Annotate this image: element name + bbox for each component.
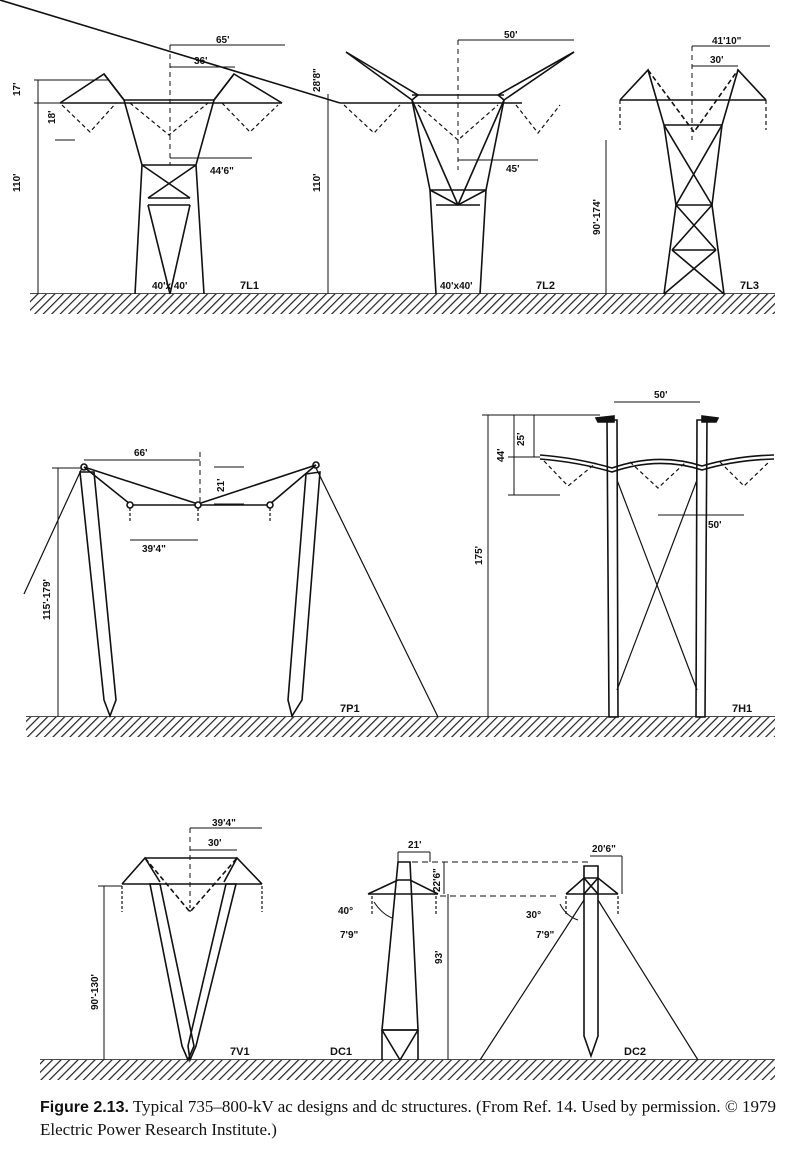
7L2-span-label: 50' — [504, 30, 518, 41]
tower-7V1 — [98, 827, 263, 1063]
7L2-mid-label: 45' — [506, 164, 520, 175]
figure-caption: Figure 2.13. Typical 735–800-kV ac desig… — [40, 1096, 780, 1141]
tower-7P1 — [23, 452, 439, 719]
DC2-code-label: DC2 — [624, 1046, 646, 1058]
DC2-top-label: 20'6" — [592, 844, 616, 855]
7L1-top-arm-label: 17' — [12, 82, 23, 96]
ground-row-1 — [30, 293, 775, 314]
7L1-code-label: 7L1 — [240, 280, 259, 292]
tower-7H1 — [482, 401, 775, 718]
7L2-base-label: 40'x40' — [440, 281, 473, 292]
7H1-code-label: 7H1 — [732, 703, 752, 715]
DC2-length-label: 7'9" — [536, 930, 555, 941]
caption-text: Typical 735–800-kV ac designs and dc str… — [40, 1097, 777, 1139]
7P1-height-label: 115'-179' — [42, 579, 53, 620]
DC1-top-label: 21' — [408, 840, 422, 851]
7L3-span-outer-label: 41'10" — [712, 36, 742, 47]
7H1-lower-label: 50' — [708, 520, 722, 531]
tower-7V1-labels: 39'4" 30' 90'-130' 7V1 — [90, 818, 250, 1058]
7V1-height-label: 90'-130' — [90, 974, 101, 1010]
tower-DC1 — [367, 851, 590, 1061]
7L1-span-outer-label: 65' — [216, 35, 230, 46]
7V1-span-inner-label: 30' — [208, 838, 222, 849]
DC1-arm-label: 22'6" — [432, 868, 443, 892]
DC1-angle-label: 40° — [338, 906, 353, 917]
tower-7L2-labels: 28'8" 110' 50' 45' 40'x40' 7L2 — [312, 30, 555, 292]
7H1-sag-label: 25' — [516, 432, 527, 446]
tower-7L3 — [605, 45, 770, 295]
DC2-angle-label: 30° — [526, 910, 541, 921]
tower-DC1-labels: 21' 22'6" 93' 40° 7'9" DC1 — [330, 840, 445, 1058]
7L3-span-inner-label: 30' — [710, 55, 724, 66]
7L2-height-label: 110' — [312, 173, 323, 192]
tower-7L1 — [34, 44, 285, 295]
7P1-drop-label: 21' — [216, 478, 227, 492]
tower-7P1-labels: 115'-179' 66' 21' 39'4" 7P1 — [42, 448, 360, 715]
tower-7L3-labels: 41'10" 30' 90'-174' 7L3 — [592, 36, 759, 292]
7P1-lower-label: 39'4" — [142, 544, 166, 555]
7L1-base-label: 40'x 40' — [152, 281, 187, 292]
7L1-drop-label: 18' — [47, 110, 58, 124]
7L1-mid-label: 44'6" — [210, 166, 234, 177]
tower-7L2 — [0, 0, 575, 295]
DC1-code-label: DC1 — [330, 1046, 352, 1058]
7L2-code-label: 7L2 — [536, 280, 555, 292]
7H1-upper-label: 44' — [496, 448, 507, 462]
7V1-code-label: 7V1 — [230, 1046, 250, 1058]
tower-DC2 — [479, 855, 699, 1061]
7L2-top-arm-label: 28'8" — [312, 68, 323, 92]
7L1-height-label: 110' — [12, 173, 23, 192]
tower-7H1-labels: 175' 44' 25' 50' 50' 7H1 — [474, 390, 752, 715]
7P1-span-label: 66' — [134, 448, 148, 459]
7L3-height-label: 90'-174' — [592, 199, 603, 235]
7P1-code-label: 7P1 — [340, 703, 360, 715]
7H1-height-label: 175' — [474, 546, 485, 565]
tower-DC2-labels: 20'6" 30° 7'9" DC2 — [526, 844, 646, 1058]
7L3-code-label: 7L3 — [740, 280, 759, 292]
DC1-height-label: 93' — [434, 950, 445, 964]
DC1-length-label: 7'9" — [340, 930, 359, 941]
tower-7L1-labels: 17' 18' 110' 65' 36' 44'6" 40'x 40' 7L1 — [12, 35, 259, 292]
7V1-span-outer-label: 39'4" — [212, 818, 236, 829]
figure-label: Figure 2.13. — [40, 1099, 129, 1116]
7H1-span-label: 50' — [654, 390, 668, 401]
ground-row-2 — [26, 716, 775, 737]
ground-row-3 — [40, 1059, 775, 1080]
